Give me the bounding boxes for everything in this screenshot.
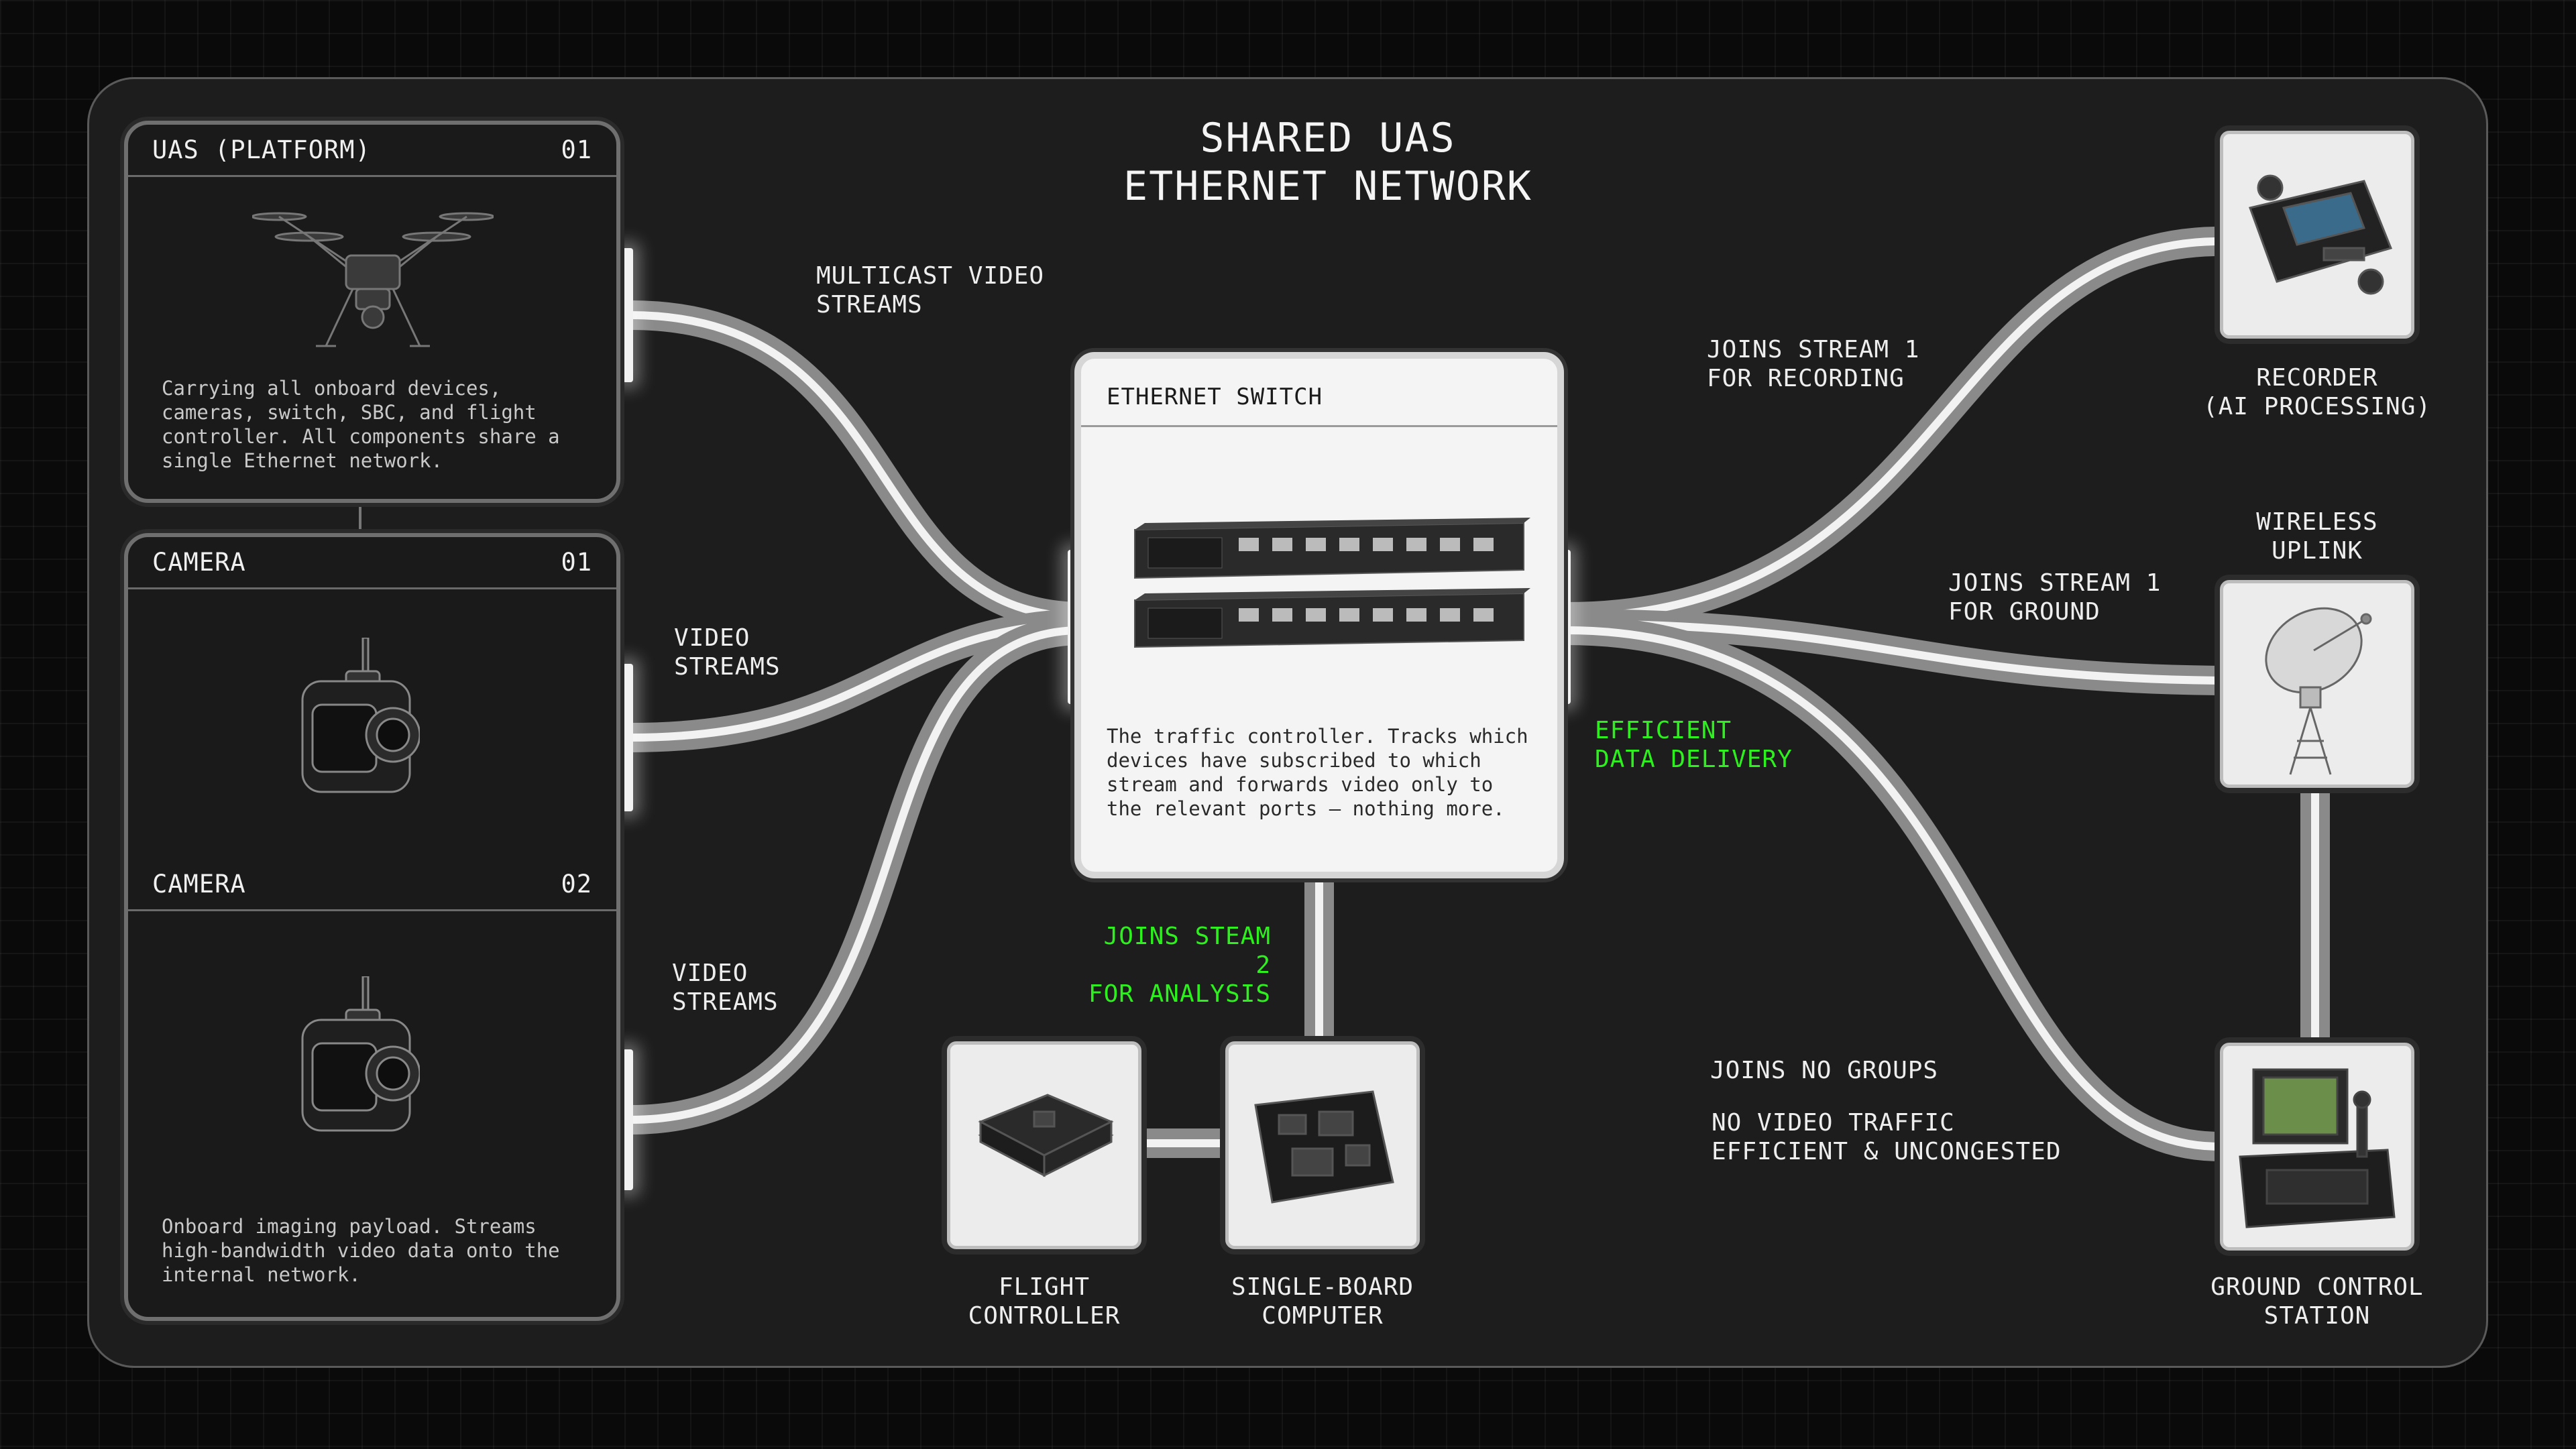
uas-panel-title: UAS (PLATFORM): [152, 135, 371, 164]
label-video-streams-1: VIDEO STREAMS: [674, 624, 781, 681]
uas-port: [622, 248, 633, 382]
camera-icon: [301, 638, 420, 793]
label-no-video-traffic: NO VIDEO TRAFFIC EFFICIENT & UNCONGESTED: [1712, 1109, 2062, 1165]
sbc-label: SINGLE-BOARD COMPUTER: [1231, 1273, 1414, 1330]
recorder-icon: [2249, 174, 2393, 295]
uas-description: Carrying all onboard devices, cameras, s…: [162, 377, 560, 472]
camera1-port: [622, 664, 633, 811]
sbc-tile[interactable]: [1225, 1041, 1420, 1249]
camera1-title: CAMERA: [152, 548, 246, 577]
camera2-title: CAMERA: [152, 870, 246, 899]
ground-station-icon: [2239, 1068, 2396, 1228]
satellite-dish-icon: [2265, 607, 2372, 775]
recorder-label: RECORDER (AI PROCESSING): [2202, 364, 2432, 420]
uas-panel-number: 01: [561, 135, 592, 164]
flight-controller-tile[interactable]: [947, 1041, 1141, 1249]
gcs-tile[interactable]: [2220, 1043, 2414, 1251]
label-joins-analysis: JOINS STEAM 2 FOR ANALYSIS: [1088, 923, 1271, 1008]
drone-icon: [252, 212, 494, 347]
camera2-header: CAMERA 02: [128, 859, 616, 911]
wireless-tile[interactable]: [2220, 580, 2414, 788]
network-switch-icon: [1134, 518, 1530, 648]
label-efficient-delivery: EFFICIENT DATA DELIVERY: [1595, 717, 1793, 773]
uas-panel: UAS (PLATFORM) 01 Carrying all onboard d…: [124, 121, 620, 503]
wire-group: [359, 227, 2330, 1161]
recorder-tile[interactable]: [2220, 131, 2414, 339]
camera2-number: 02: [561, 870, 592, 899]
switch-title: ETHERNET SWITCH: [1081, 359, 1557, 427]
camera-description: Onboard imaging payload. Streams high-ba…: [162, 1215, 560, 1286]
flight-controller-label: FLIGHT CONTROLLER: [968, 1273, 1121, 1330]
camera2-port: [622, 1049, 633, 1190]
camera1-number: 01: [561, 548, 592, 577]
gcs-label: GROUND CONTROL STATION: [2210, 1273, 2424, 1330]
wire-uas-switch: [616, 300, 1091, 632]
label-joins-ground: JOINS STREAM 1 FOR GROUND: [1948, 569, 2162, 626]
camera1-header: CAMERA 01: [128, 537, 616, 589]
flight-controller-icon: [978, 1094, 1114, 1177]
camera-icon: [301, 976, 420, 1132]
label-joins-recording: JOINS STREAM 1 FOR RECORDING: [1707, 336, 1920, 392]
wireless-label: WIRELESS UPLINK: [2256, 508, 2378, 565]
uas-panel-header: UAS (PLATFORM) 01: [128, 125, 616, 177]
camera-panel: CAMERA 01 CAMERA 02 Onboard imaging payl…: [124, 533, 620, 1321]
label-multicast-video-streams: MULTICAST VIDEO STREAMS: [816, 262, 1045, 318]
circuit-board-icon: [1254, 1090, 1394, 1204]
page-title: SHARED UAS ETHERNET NETWORK: [1123, 115, 1532, 210]
label-video-streams-2: VIDEO STREAMS: [672, 960, 779, 1016]
ethernet-switch-card: ETHERNET SWITCH The traffic controller.: [1074, 352, 1564, 878]
wire-switch-recorder: [1551, 227, 2235, 632]
switch-description: The traffic controller. Tracks which dev…: [1107, 725, 1528, 820]
label-joins-no-groups: JOINS NO GROUPS: [1710, 1057, 1939, 1084]
